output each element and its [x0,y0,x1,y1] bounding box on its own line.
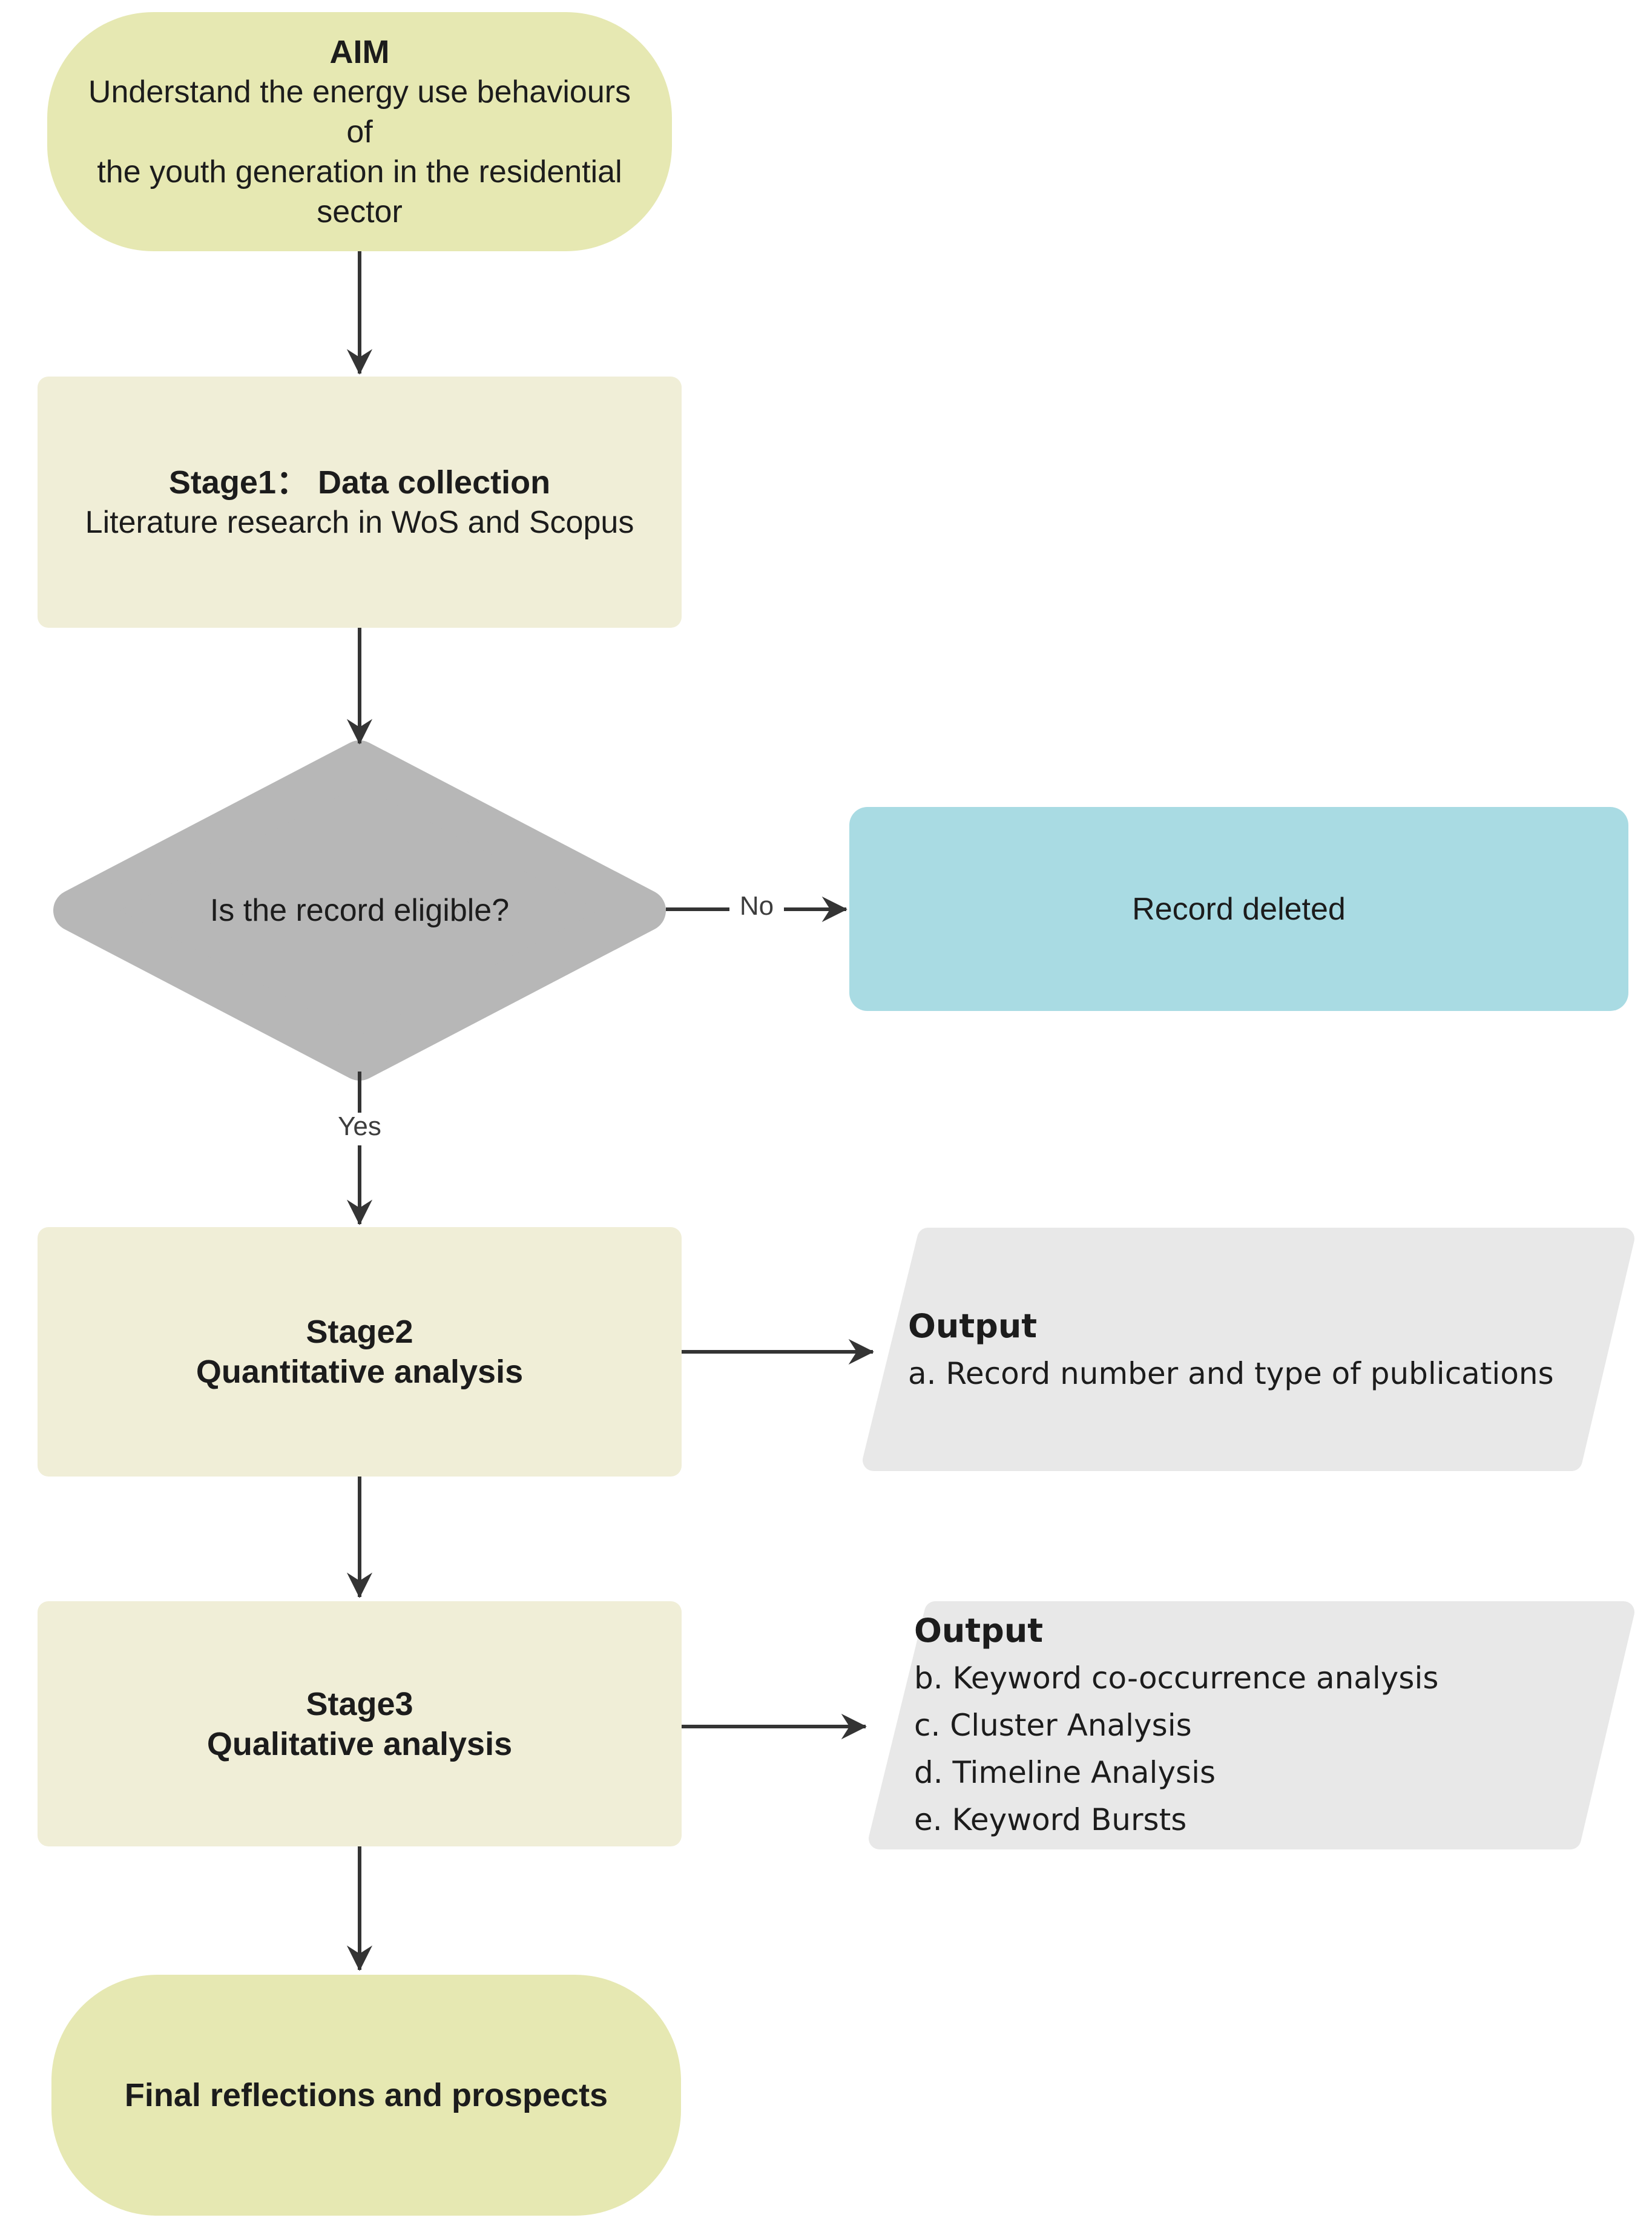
node-stage3: Stage3 Qualitative analysis [38,1601,682,1846]
output2-parallelogram [869,1601,1634,1849]
edge-label-yes: Yes [338,1111,381,1141]
stage2-subtitle: Quantitative analysis [196,1354,524,1390]
decision-diamond [53,740,666,1081]
node-output2-label: Output b. Keyword co-occurrence analysis… [914,1604,1634,1846]
stage1-title: Stage1： Data collection [168,464,551,501]
aim-body: Understand the energy use behaviours of … [88,74,631,229]
output1-item: a. Record number and type of publication… [908,1356,1554,1391]
aim-title: AIM [329,33,390,70]
output2-item: c. Cluster Analysis [914,1708,1192,1743]
node-output1-label: Output a. Record number and type of publ… [908,1234,1628,1466]
stage1-subtitle: Literature research in WoS and Scopus [85,504,634,540]
record-deleted-label: Record deleted [1132,891,1346,927]
edge-label-no: No [739,891,774,921]
node-stage1: Stage1： Data collection Literature resea… [38,377,682,628]
output2-title: Output [914,1612,1044,1650]
stage3-subtitle: Qualitative analysis [206,1725,513,1762]
node-stage2: Stage2 Quantitative analysis [38,1227,682,1477]
output1-title: Output [908,1307,1038,1345]
stage2-title: Stage2 [306,1314,413,1350]
output2-item: b. Keyword co-occurrence analysis [914,1661,1439,1696]
node-final: Final reflections and prospects [51,1975,681,2216]
final-title: Final reflections and prospects [124,2077,608,2113]
output1-parallelogram [863,1228,1634,1471]
output2-item: d. Timeline Analysis [914,1755,1216,1790]
stage3-title: Stage3 [306,1685,413,1722]
output2-item: e. Keyword Bursts [914,1802,1187,1837]
node-aim: AIM Understand the energy use behaviours… [47,12,672,251]
decision-question: Is the record eligible? [209,893,510,928]
node-decision-label: Is the record eligible? [57,751,662,1070]
node-record-deleted: Record deleted [849,807,1628,1011]
